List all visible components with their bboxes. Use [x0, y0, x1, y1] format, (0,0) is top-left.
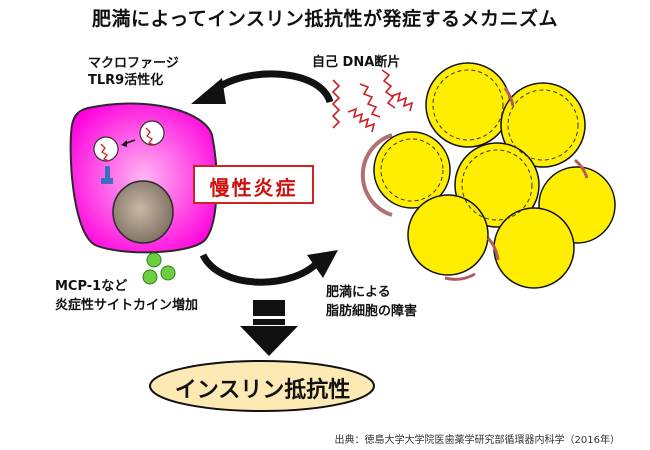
obesity-label: 肥満による 脂肪細胞の障害 [326, 283, 417, 321]
nucleus [112, 180, 174, 244]
result-label: インスリン抵抗性 [174, 378, 351, 403]
center-box [193, 165, 314, 204]
macrophage-cell [69, 102, 218, 254]
page-title: 肥満によってインスリン抵抗性が発症するメカニズム [91, 8, 559, 30]
result-ellipse [149, 360, 375, 412]
bottom-cycle-arrow [199, 250, 338, 286]
macrophage-label-line2: TLR9活性化 [88, 73, 164, 88]
adipocyte-cluster [360, 62, 616, 289]
macrophage-label-line1: マクロファージ [88, 56, 179, 71]
source-note: 出典：徳島大学大学院医歯薬学研究部循環器内科学（2016年） [334, 435, 620, 446]
center-label: 慢性炎症 [209, 176, 298, 200]
obesity-label-line1: 肥満による [326, 285, 391, 300]
down-arrow [240, 300, 298, 356]
cytokine-label: MCP-1など 炎症性サイトカイン増加 [55, 277, 198, 315]
cytokine-label-line1: MCP-1など [55, 279, 128, 294]
top-cycle-arrow [191, 70, 334, 104]
cytokine-label-line2: 炎症性サイトカイン増加 [55, 298, 199, 313]
dna-label: 自己 DNA断片 [312, 55, 401, 70]
dna-fragments [331, 69, 414, 133]
obesity-label-line2: 脂肪細胞の障害 [326, 304, 418, 319]
macrophage-label: マクロファージ TLR9活性化 [88, 55, 179, 89]
cytokine-dots [142, 252, 176, 285]
